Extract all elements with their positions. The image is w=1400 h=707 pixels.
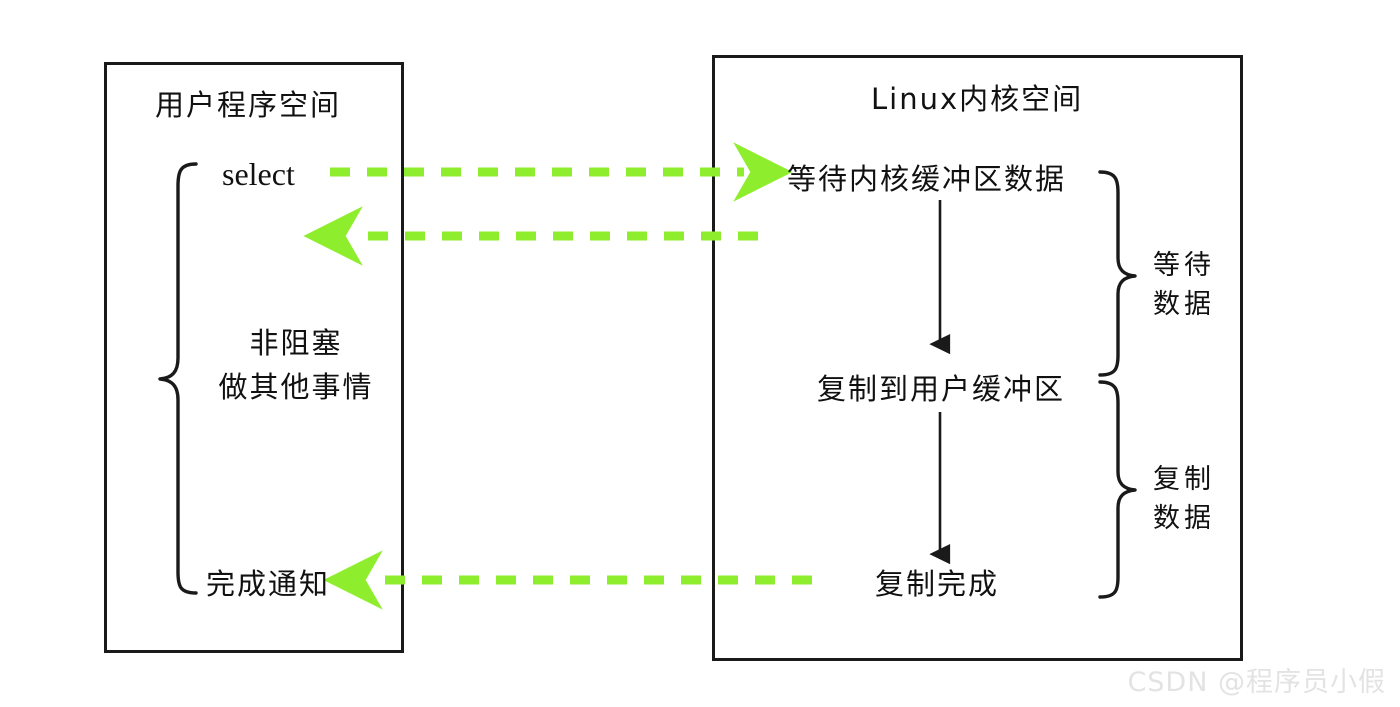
brace-label-wait-data: 等待 数据: [1153, 250, 1215, 321]
kernel-space-title: Linux内核空间: [871, 82, 1084, 116]
step-copy-to-user-buffer: 复制到用户缓冲区: [817, 372, 1066, 406]
step-nonblocking: 非阻塞 做其他事情: [218, 326, 374, 404]
kernel-space-panel: [712, 55, 1243, 661]
step-wait-kernel-buffer: 等待内核缓冲区数据: [787, 162, 1067, 196]
user-space-panel: [104, 62, 404, 653]
step-select: select: [222, 156, 295, 192]
user-space-title: 用户程序空间: [155, 88, 342, 122]
brace-label-copy-data: 复制 数据: [1153, 464, 1215, 535]
step-copy-complete: 复制完成: [875, 567, 1000, 601]
step-completion-notice: 完成通知: [206, 567, 331, 601]
csdn-watermark: CSDN @程序员小假: [1127, 667, 1386, 698]
